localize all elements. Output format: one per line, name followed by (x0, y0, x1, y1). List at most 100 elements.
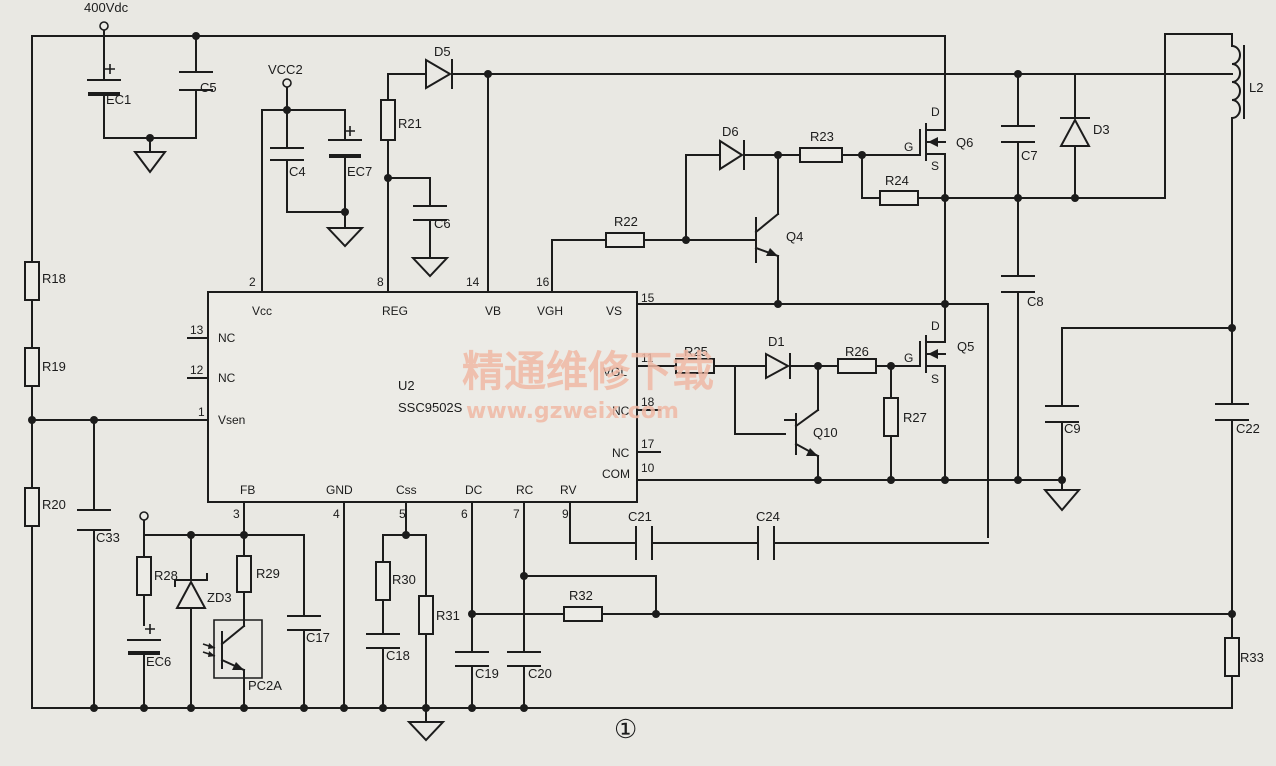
ground-symbol (406, 721, 446, 742)
label-c8: C8 (1027, 294, 1044, 309)
capacitor-c33 (77, 509, 111, 531)
label-r22: R22 (614, 214, 638, 229)
ground-symbol (410, 257, 450, 278)
ground-symbol (133, 151, 167, 174)
label-r19: R19 (42, 359, 66, 374)
resistor-r31 (418, 595, 434, 635)
label-r25: R25 (684, 344, 708, 359)
resistor-r20 (24, 487, 40, 527)
label-r24: R24 (885, 173, 909, 188)
pin-label-vs: VS (606, 304, 622, 318)
resistor-r26 (837, 358, 877, 374)
pin-number-10: 10 (641, 461, 655, 475)
ground-symbol (1042, 489, 1082, 512)
capacitor-c8 (1001, 275, 1035, 293)
figure-number: ① (614, 715, 637, 745)
resistor-r27 (883, 397, 899, 437)
pin-number-16: 16 (536, 275, 550, 289)
capacitor-c24 (757, 526, 775, 560)
transistor-q4 (754, 212, 780, 263)
capacitor-c22 (1215, 403, 1249, 421)
pin-number-18: 18 (641, 395, 655, 409)
label-c9: C9 (1064, 421, 1081, 436)
capacitor-ec1 (87, 64, 121, 96)
label-r28: R28 (154, 568, 178, 583)
pin-number-11: 11 (641, 351, 654, 365)
resistor-r19 (24, 347, 40, 387)
label-c17: C17 (306, 630, 330, 645)
pin-label-fb: FB (240, 483, 255, 497)
label-c22: C22 (1236, 421, 1260, 436)
q6-g-label: G (904, 140, 913, 154)
label-r31: R31 (436, 608, 460, 623)
pin-label-vb: VB (485, 304, 501, 318)
fb-terminal (139, 511, 149, 521)
pin-label-gnd: GND (326, 483, 353, 497)
wires (31, 29, 1233, 723)
resistor-r23 (799, 147, 843, 163)
resistor-r25 (675, 358, 715, 374)
label-c19: C19 (475, 666, 499, 681)
pin-label-vsen: Vsen (218, 413, 245, 427)
mosfet-pin-labels: D G S D G S (904, 105, 940, 386)
ic-part: SSC9502S (398, 400, 463, 415)
label-c21: C21 (628, 509, 652, 524)
label-c5: C5 (200, 80, 217, 95)
ground-symbol (325, 227, 365, 248)
pin-label-com: COM (602, 467, 630, 481)
pin-number-4: 4 (333, 507, 340, 521)
capacitor-c4 (270, 147, 304, 161)
diode-d3 (1059, 117, 1091, 147)
label-r23: R23 (810, 129, 834, 144)
diode-d1 (761, 352, 791, 380)
ic-pin-numbers: 2 8 14 16 15 13 12 1 11 18 17 10 3 4 5 6… (190, 275, 655, 521)
mosfet-q5 (899, 303, 946, 373)
capacitor-c21 (635, 526, 653, 560)
pin-number-1: 1 (198, 405, 205, 419)
label-l2: L2 (1249, 80, 1263, 95)
label-d3: D3 (1093, 122, 1110, 137)
resistor-r33 (1224, 637, 1240, 677)
label-r33: R33 (1240, 650, 1264, 665)
label-ec7: EC7 (347, 164, 372, 179)
label-c20: C20 (528, 666, 552, 681)
label-r26: R26 (845, 344, 869, 359)
pin-number-15: 15 (641, 291, 655, 305)
optocoupler-pc2a (202, 619, 263, 679)
pin-number-12: 12 (190, 363, 204, 377)
label-ec6: EC6 (146, 654, 171, 669)
pin-number-17: 17 (641, 437, 655, 451)
label-d5: D5 (434, 44, 451, 59)
pin-label-reg: REG (382, 304, 408, 318)
pin-number-8: 8 (377, 275, 384, 289)
junction-dots (28, 32, 1236, 712)
component-labels: EC1 C5 C4 EC7 R21 C6 D5 D6 R23 R22 Q4 R2… (42, 44, 1264, 693)
watermark: 精通维修下载 www.gzweix.com (462, 347, 714, 424)
ic-u2-body (207, 291, 638, 503)
q5-s-label: S (931, 372, 939, 386)
label-q10: Q10 (813, 425, 838, 440)
label-zd3: ZD3 (207, 590, 232, 605)
label-r29: R29 (256, 566, 280, 581)
pin-label-nc13: NC (218, 331, 236, 345)
inductor-l2 (1230, 44, 1245, 120)
pin-label-vgh: VGH (537, 304, 563, 318)
resistor-r30 (375, 561, 391, 601)
label-ec1: EC1 (106, 92, 131, 107)
resistor-r32 (563, 606, 603, 622)
ic-pin-stubs (187, 337, 661, 453)
label-q4: Q4 (786, 229, 803, 244)
label-c7: C7 (1021, 148, 1038, 163)
q6-d-label: D (931, 105, 940, 119)
label-r18: R18 (42, 271, 66, 286)
resistor-r28 (136, 556, 152, 596)
label-pc2a: PC2A (248, 678, 282, 693)
hv-terminal (99, 21, 109, 31)
mosfet-q6 (899, 109, 946, 161)
hv-label: 400Vdc (84, 0, 129, 15)
pin-label-vcc: Vcc (252, 304, 272, 318)
pin-label-nc17: NC (612, 446, 630, 460)
label-d1: D1 (768, 334, 785, 349)
pin-number-13: 13 (190, 323, 204, 337)
